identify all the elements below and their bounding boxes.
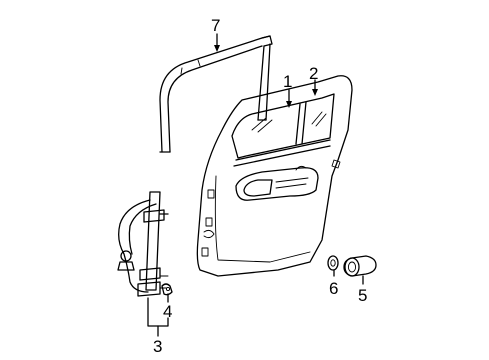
callout-5: 5	[358, 286, 367, 305]
door-plug	[343, 255, 377, 277]
callout-6: 6	[329, 279, 338, 298]
callout-labels: 7 1 2 6 5 4 3	[153, 16, 367, 356]
door-clip	[327, 255, 339, 271]
leader-lines	[147, 33, 364, 337]
callout-4: 4	[163, 302, 172, 321]
callout-2: 2	[309, 64, 318, 83]
weatherstrip-channel	[159, 35, 273, 153]
window-regulator	[117, 191, 173, 297]
rear-door-shell	[196, 75, 353, 277]
callout-1: 1	[283, 72, 292, 91]
callout-3: 3	[153, 337, 162, 356]
callout-7: 7	[211, 16, 220, 35]
